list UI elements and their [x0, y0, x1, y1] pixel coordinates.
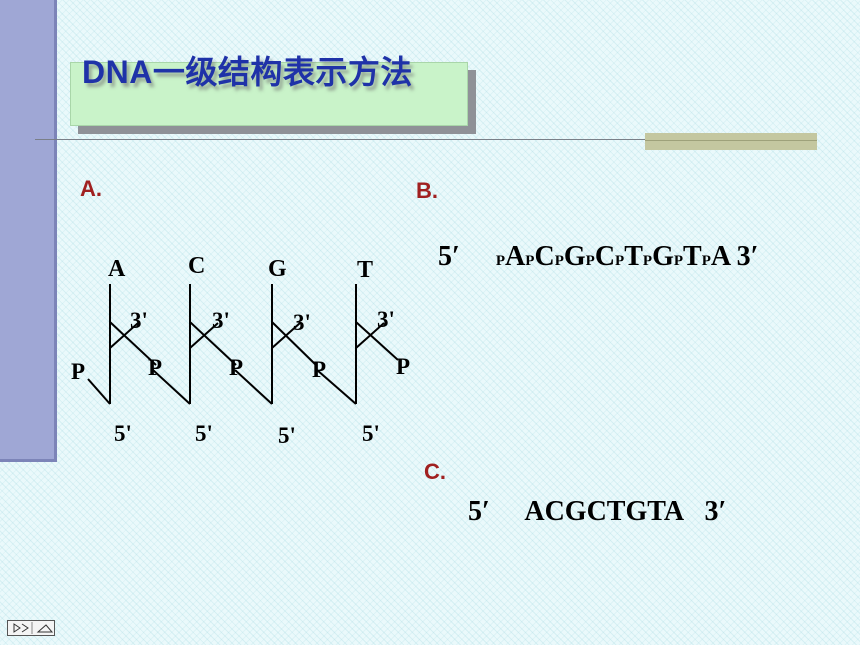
phosphate-link — [189, 321, 237, 366]
sequence-b-body: PAPCPGPCPTPGPTPA — [496, 241, 737, 272]
side-bar — [0, 0, 57, 462]
nav-arrows-icon — [13, 622, 54, 634]
phosphate-subscript: P — [673, 253, 684, 269]
nucleotide-letter: G — [652, 241, 674, 272]
phosphodiester-bond — [87, 378, 111, 405]
phosphodiester-bond — [234, 369, 273, 405]
sequence-c-start: 5′ — [468, 496, 490, 527]
phosphate-subscript: P — [615, 253, 625, 269]
phosphodiester-bond — [316, 369, 357, 405]
phosphate-subscript: P — [701, 253, 711, 269]
nucleotide-letter: G — [563, 241, 586, 272]
nucleotide-letter: C — [594, 241, 616, 272]
sequence-c: 5′ ACGCTGTA 3′ — [468, 496, 726, 528]
three-prime-label: 3' — [130, 308, 148, 333]
phosphate-label: P — [229, 355, 243, 380]
slide-nav-icon[interactable] — [7, 620, 55, 636]
phosphate-label: P — [71, 359, 85, 384]
sequence-b: 5′ PAPCPGPCPTPGPTPA 3′ — [438, 241, 758, 273]
section-b-label: B. — [416, 178, 438, 203]
three-prime-label: 3' — [377, 307, 395, 332]
phosphate-link — [355, 321, 399, 361]
title-box — [70, 62, 468, 126]
sequence-c-end: 3′ — [704, 496, 727, 527]
sequence-c-body: ACGCTGTA — [524, 496, 683, 527]
five-prime-label: 5' — [195, 421, 213, 446]
page-title: DNA一级结构表示方法 — [82, 54, 413, 90]
five-prime-label: 5' — [362, 421, 380, 446]
nucleotide-letter: C — [534, 241, 555, 272]
phosphate-subscript: P — [525, 253, 535, 269]
three-prime-label: 3' — [212, 308, 230, 333]
phosphate-label: P — [396, 354, 410, 379]
phosphate-subscript: P — [495, 253, 506, 269]
nucleotide-letter: A — [505, 241, 526, 272]
phosphate-link — [271, 321, 317, 366]
nucleotide-letter: T — [624, 241, 643, 272]
five-prime-label: 5' — [114, 421, 132, 446]
header-rule — [35, 139, 815, 140]
nucleotide-letter: A — [710, 241, 730, 272]
base-label: A — [108, 256, 126, 282]
phosphate-subscript: P — [642, 253, 653, 269]
nucleotide-letter: T — [683, 241, 702, 272]
phosphate-subscript: P — [554, 253, 564, 269]
section-a-label: A. — [80, 176, 102, 201]
phosphate-link — [109, 321, 157, 366]
section-c-label: C. — [424, 459, 446, 484]
phosphate-label: P — [312, 357, 326, 382]
base-label: T — [357, 257, 373, 283]
base-label: G — [268, 256, 287, 282]
header-rule-block — [645, 133, 817, 150]
phosphate-subscript: P — [585, 253, 595, 269]
phosphodiester-bond — [152, 369, 191, 405]
sequence-b-end: 3′ — [736, 241, 759, 272]
sequence-b-start: 5′ — [438, 241, 460, 272]
five-prime-label: 5' — [278, 423, 296, 448]
phosphate-label: P — [148, 355, 162, 380]
three-prime-label: 3' — [293, 310, 311, 335]
base-label: C — [188, 253, 205, 279]
